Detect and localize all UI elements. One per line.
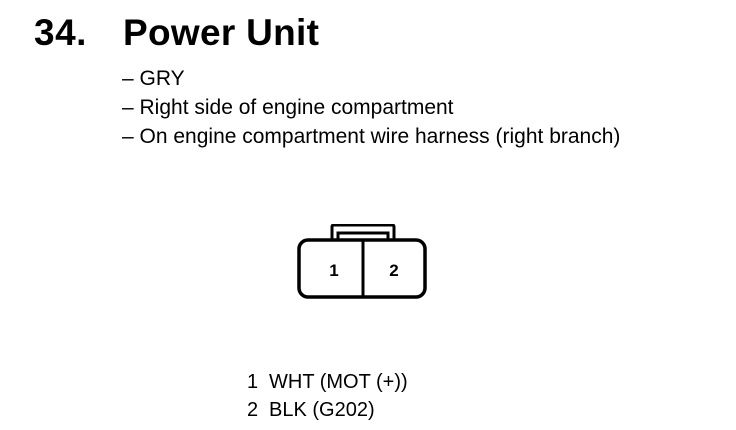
connector-pin-2: 2 (389, 261, 398, 280)
pinout-row: 1 WHT (MOT (+)) (247, 368, 408, 396)
detail-location: – Right side of engine compartment (122, 96, 454, 119)
component-details: – GRY – Right side of engine compartment… (122, 64, 620, 151)
connector-pin-1: 1 (329, 261, 338, 280)
connector-diagram: 1 2 (297, 224, 427, 299)
pinout-description: BLK (G202) (269, 399, 375, 421)
pinout-description: WHT (MOT (+)) (269, 371, 408, 393)
connector-lock-tab (330, 224, 396, 242)
connector-lock-inner (336, 231, 390, 242)
pinout-row: 2 BLK (G202) (247, 396, 408, 424)
detail-color: – GRY (122, 67, 185, 90)
section-number: 34. (34, 12, 87, 53)
pinout-pin-number: 2 (247, 399, 259, 421)
section-title: Power Unit (123, 12, 320, 53)
pinout-list: 1 WHT (MOT (+)) 2 BLK (G202) (247, 368, 408, 424)
detail-harness: – On engine compartment wire harness (ri… (122, 125, 621, 148)
pinout-pin-number: 1 (247, 371, 259, 393)
